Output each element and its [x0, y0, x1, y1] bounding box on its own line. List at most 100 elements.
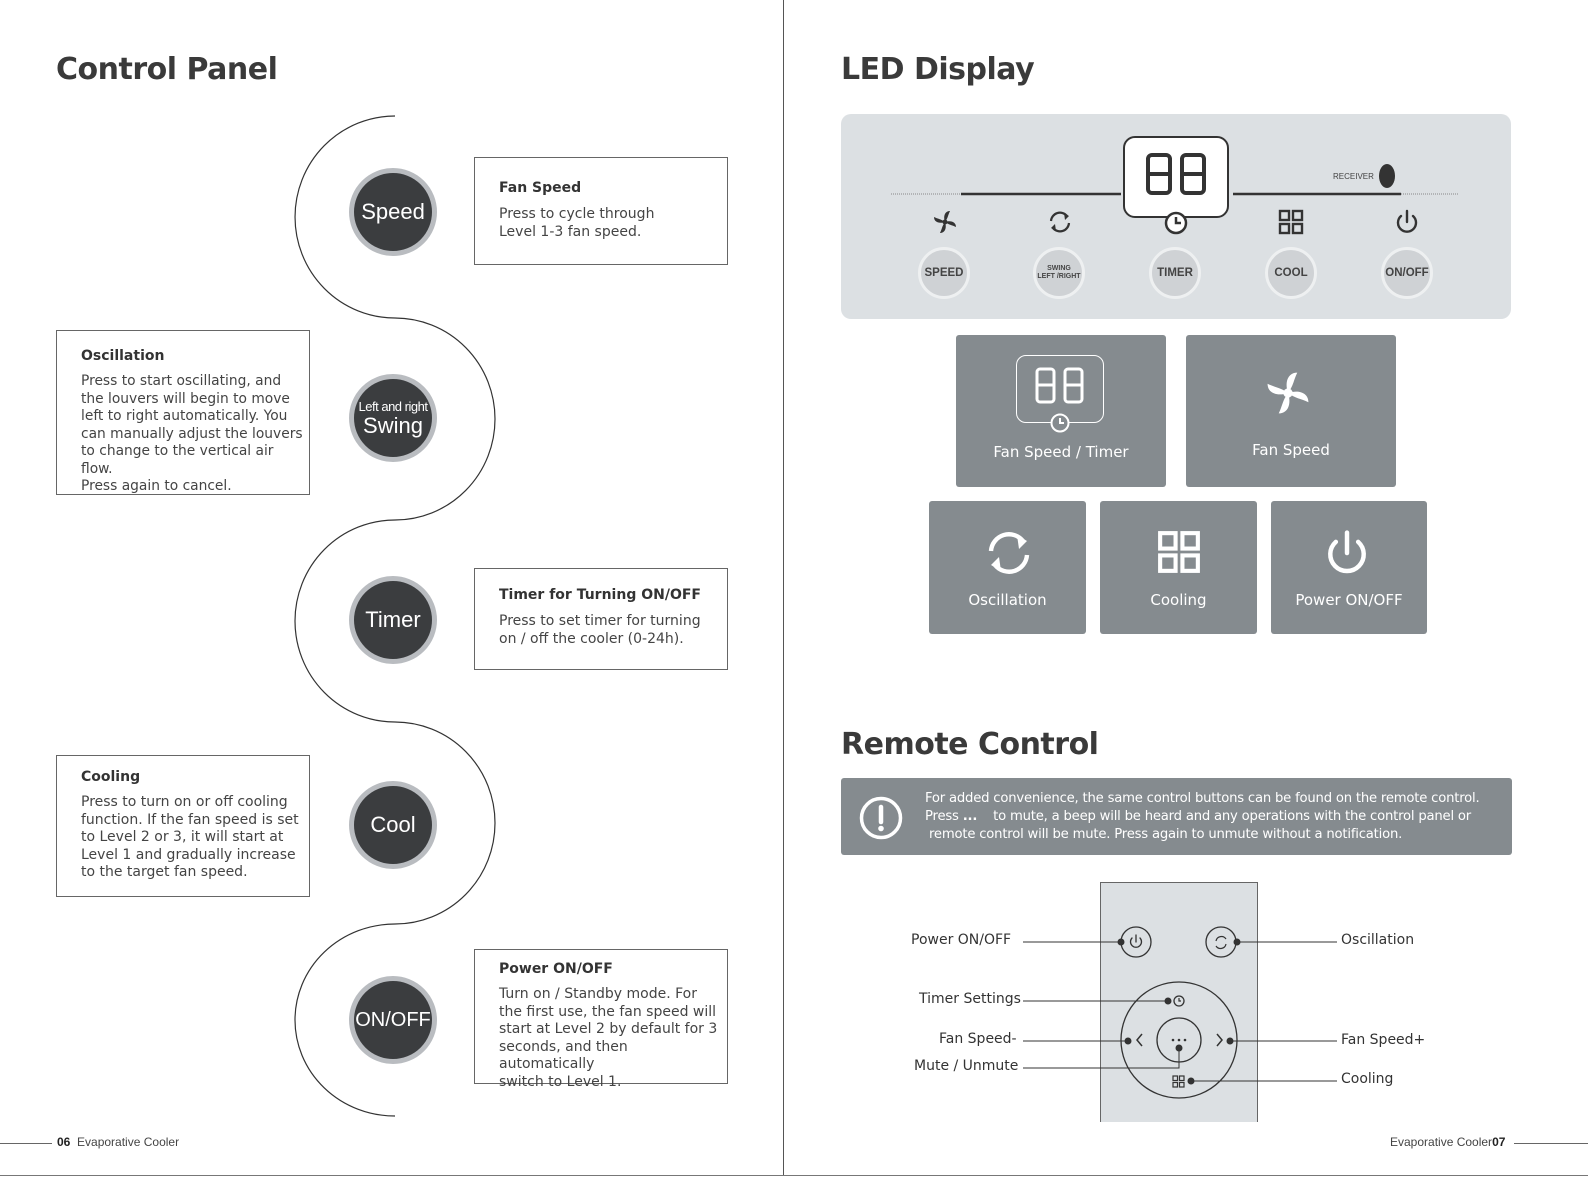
remote-fan-minus-button[interactable] — [1128, 1030, 1148, 1050]
description-line: the louvers will begin to move — [81, 390, 290, 407]
control-panel-heading: Control Panel — [56, 52, 278, 87]
remote-notice: For added convenience, the same control … — [841, 778, 1512, 855]
description-line: seconds, and then automatically — [499, 1038, 628, 1073]
notice-press: Press — [925, 809, 959, 824]
description-line: the first use, the fan speed will — [499, 1003, 717, 1020]
description-line: Level 1-3 fan speed. — [499, 223, 642, 240]
swing-button-sublabel: Left and right — [358, 398, 428, 414]
digit-display-value: 88 — [1125, 138, 1126, 139]
digit-display-segments — [1146, 153, 1206, 195]
remote-diagram — [1023, 926, 1337, 1099]
remote-label-oscillation: Oscillation — [1341, 932, 1415, 948]
timer-button-label: Timer — [365, 607, 421, 632]
remote-label-power: Power ON/OFF — [911, 932, 1012, 948]
notice-line: remote control will be mute. Press again… — [929, 827, 1403, 842]
clock-icon — [1164, 211, 1188, 235]
page-number: 06 — [57, 1135, 71, 1149]
remote-control-heading: Remote Control — [841, 727, 1099, 762]
page-divider — [783, 0, 784, 1176]
led-on-off-button[interactable]: ON/OFF — [1381, 247, 1433, 299]
description-title: Power ON/OFF — [499, 961, 613, 977]
legend-tile-label: Cooling — [1150, 591, 1207, 609]
fan-icon — [934, 211, 956, 233]
swing-button[interactable]: Left and right Swing — [349, 374, 437, 462]
led-cool-button[interactable]: COOL — [1265, 247, 1317, 299]
legend-tile-cooling: Cooling — [1100, 501, 1257, 634]
description-title: Timer for Turning ON/OFF — [499, 587, 701, 603]
footer-right: Evaporative Cooler07 — [1390, 1135, 1505, 1149]
remote-cooling-button[interactable] — [1169, 1072, 1189, 1092]
power-description: Power ON/OFF Turn on / Standby mode. For… — [474, 949, 728, 1090]
remote-timer-button[interactable] — [1169, 990, 1189, 1010]
swing-icon — [1049, 211, 1071, 233]
description-line: Level 1 and gradually increase — [81, 846, 296, 863]
description-line: on / off the cooler (0-24h). — [499, 630, 684, 647]
led-panel: 88 RECEIVER — [841, 114, 1511, 319]
notice-line: Press ... to mute, a beep will be heard … — [925, 808, 1479, 826]
description-title: Fan Speed — [499, 180, 582, 196]
power-icon — [1328, 530, 1366, 574]
description-line: left to right automatically. You — [81, 408, 288, 424]
description-text: Press to turn on or off cooling function… — [81, 794, 309, 882]
receiver-label: RECEIVER — [1333, 172, 1374, 181]
exclamation-icon — [859, 796, 903, 840]
remote-label-cooling: Cooling — [1341, 1071, 1394, 1087]
remote-power-button[interactable] — [1121, 927, 1151, 957]
grid-icon — [1278, 209, 1304, 235]
cooling-description: Cooling Press to turn on or off cooling … — [56, 755, 310, 897]
digits-timer-icon-segments — [1035, 367, 1084, 404]
description-line: to change to the vertical air flow. — [81, 443, 274, 477]
receiver-sensor — [1379, 164, 1395, 188]
legend-tile-oscillation: Oscillation — [929, 501, 1086, 634]
digits-timer-icon-value: 88 — [1017, 356, 1018, 357]
description-line: to Level 2 or 3, it will start at — [81, 829, 284, 845]
timer-description: Timer for Turning ON/OFF Press to set ti… — [474, 568, 728, 670]
footer-title: Evaporative Cooler — [77, 1135, 180, 1149]
legend-tile-power: Power ON/OFF — [1271, 501, 1427, 634]
cool-button[interactable]: Cool — [349, 781, 437, 869]
legend-tile-fan-speed: Fan Speed — [1186, 335, 1396, 487]
digit-display: 88 — [1123, 136, 1229, 218]
led-swing-label-line1: SWING — [1047, 265, 1071, 272]
led-indicator-lines — [891, 192, 1459, 196]
led-timer-button[interactable]: TIMER — [1149, 247, 1201, 299]
remote-oscillation-button[interactable] — [1206, 927, 1236, 957]
description-line: function. If the fan speed is set — [81, 811, 299, 828]
on-off-button[interactable]: ON/OFF — [349, 976, 437, 1064]
fan-speed-description: Fan Speed Press to cycle through Level 1… — [474, 157, 728, 265]
footer-rule — [0, 1143, 52, 1144]
control-panel-guide-line — [294, 115, 496, 1117]
swing-icon — [988, 532, 1030, 574]
description-line: Turn on / Standby mode. For — [499, 986, 698, 1002]
description-text: Press to start oscillating, and the louv… — [81, 373, 309, 496]
legend-tile-fan-speed-timer: 88 Fan Speed / Timer — [956, 335, 1166, 487]
on-off-button-label: ON/OFF — [355, 1009, 431, 1031]
legend-tile-label: Fan Speed — [1252, 441, 1330, 459]
legend-tile-label: Fan Speed / Timer — [993, 443, 1129, 461]
bottom-rule — [0, 1175, 1588, 1176]
remote-mute-button[interactable]: ... — [1157, 1018, 1201, 1062]
notice-line: For added convenience, the same control … — [925, 791, 1480, 806]
led-swing-label-line2: LEFT /RIGHT — [1037, 273, 1081, 280]
grid-icon — [1158, 531, 1200, 573]
oscillation-description: Oscillation Press to start oscillating, … — [56, 330, 310, 495]
cool-button-label: Cool — [370, 812, 416, 837]
description-title: Oscillation — [81, 348, 165, 364]
fan-icon — [1267, 372, 1309, 414]
speed-button-label: Speed — [361, 199, 425, 224]
timer-button[interactable]: Timer — [349, 576, 437, 664]
description-line: Press again to cancel. — [81, 478, 232, 494]
swing-button-label: Swing — [363, 412, 423, 438]
clock-icon — [1050, 413, 1070, 433]
description-title: Cooling — [81, 769, 141, 785]
notice-line2-suffix: to mute, a beep will be heard and any op… — [993, 809, 1472, 824]
remote-fan-plus-button[interactable] — [1210, 1030, 1230, 1050]
remote-label-fan-minus: Fan Speed- — [939, 1031, 1017, 1047]
speed-button[interactable]: Speed — [349, 168, 437, 256]
remote-label-mute: Mute / Unmute — [914, 1058, 1019, 1074]
led-speed-button[interactable]: SPEED — [918, 247, 970, 299]
page-number: 07 — [1492, 1135, 1506, 1149]
description-line: Press to turn on or off cooling — [81, 794, 288, 810]
description-line: Press to set timer for turning — [499, 613, 701, 629]
